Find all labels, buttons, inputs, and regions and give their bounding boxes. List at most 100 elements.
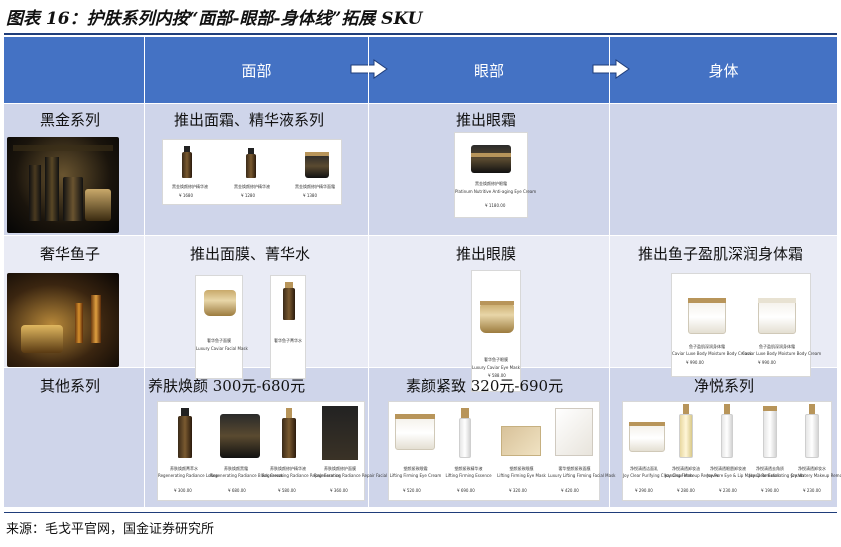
product-price: ¥ 1180.00	[485, 203, 506, 208]
product-price: ¥ 588.00	[488, 373, 506, 378]
grid-divider	[144, 37, 145, 507]
caviar-body-label: 推出鱼子盈肌深润身体霜	[638, 245, 804, 263]
product-subname: Regenerating Radiance Lotion	[158, 473, 219, 478]
product-name: 养肤焕颜修护精华液	[270, 466, 306, 471]
caviar-face-label: 推出面膜、菁华水	[190, 245, 311, 263]
series-name-other: 其他系列	[40, 377, 101, 395]
series-name-black-gold: 黑金系列	[40, 111, 101, 129]
product-price: ¥ 190.00	[761, 488, 779, 493]
product-price: ¥ 690.00	[457, 488, 475, 493]
product-subname: Regenerating Radiance Repair Essence	[262, 473, 341, 478]
product-name: 净悦清透眼唇卸妆液	[710, 466, 746, 471]
header-face-label: 面部	[241, 61, 272, 80]
product-price: ¥ 360.00	[330, 488, 348, 493]
product-subname: Caviar Luxe Body Moisture Body Cream	[742, 351, 822, 356]
header-arrow-face-to-eye	[350, 59, 388, 79]
product-subname: Joy Clear Purifying Cleansing Foam	[623, 473, 693, 478]
product-name: 黑金焕颜修护眼霜	[475, 181, 507, 186]
other-face-label: 养肤焕颜 300元-680元	[148, 377, 306, 395]
product-price: ¥ 230.00	[719, 488, 737, 493]
grid-divider	[4, 367, 837, 368]
title-rule	[4, 33, 837, 35]
product-name: 养肤焕颜黑霜	[224, 466, 248, 471]
product-name: 净悦清透去角质	[756, 466, 784, 471]
header-body: 身体	[610, 37, 837, 103]
product-name: 养肤焕颜修护面膜	[324, 466, 356, 471]
header-eye: 眼部	[369, 37, 609, 103]
product-subname: Joy Clear Exfoliating Cream	[749, 473, 804, 478]
black-gold-face-label: 推出面霜、精华液系列	[174, 111, 325, 129]
black-gold-promo-image	[7, 137, 119, 233]
header-face: 面部	[145, 37, 368, 103]
sku-expansion-table: 面部 眼部 身体 黑金系列 推出面霜、精华液系列 黑金焕颜修护精华液 ¥ 168…	[4, 37, 841, 507]
product-subname: Caviar Luxe Body Moisture Body Cream	[672, 351, 752, 356]
product-subname: Joy Watery Makeup Remover	[791, 473, 841, 478]
header-blank-cell	[4, 37, 144, 103]
product-price: ¥ 990.00	[758, 360, 776, 365]
product-name: 塑颜紧致眼膜	[509, 466, 534, 471]
product-price: ¥ 1680	[179, 193, 193, 198]
caviar-eye-label: 推出眼膜	[456, 245, 517, 263]
other-body-products: 净悦清透洁面乳 Joy Clear Purifying Cleansing Fo…	[622, 401, 841, 501]
caviar-promo-image	[7, 273, 119, 367]
product-subname: Luxury Caviar Eye Mask	[472, 365, 520, 370]
product-subname: Regenerating Radiance Black Cream	[210, 473, 284, 478]
product-subname: Luxury Caviar Facial Mask	[196, 346, 248, 351]
black-gold-face-products: 黑金焕颜修护精华液 ¥ 1680 黑金焕颜修护精华液 ¥ 1280 黑金焕颜修护…	[162, 139, 342, 205]
product-name: 塑颜紧致眼霜	[403, 466, 428, 471]
product-subname: Joy Pure Eye & Lip Makeup Remover	[707, 473, 780, 478]
product-price: ¥ 580.00	[278, 488, 296, 493]
product-name: 塑颜紧致精华液	[454, 466, 483, 471]
header-eye-label: 眼部	[473, 61, 504, 80]
product-price: ¥ 1280	[241, 193, 255, 198]
product-price: ¥ 300.00	[174, 488, 192, 493]
product-subname: Joy Clear Makeup Remover	[665, 473, 719, 478]
product-name: 养肤焕颜菁萃水	[170, 466, 198, 471]
header-body-label: 身体	[708, 61, 739, 80]
figure-title: 图表 16：护肤系列内按“面部-眼部-身体线”拓展 SKU	[6, 9, 423, 29]
product-name: 鱼子盈肌深润身体霜	[689, 344, 725, 349]
product-subname: Regenerating Radiance Repair Facial Mask	[314, 473, 399, 478]
caviar-face-product-mask: 奢华鱼子面膜 Luxury Caviar Facial Mask	[195, 275, 248, 379]
caviar-eye-product: 奢华鱼子眼膜 Luxury Caviar Eye Mask ¥ 588.00	[471, 270, 521, 392]
product-name: 净悦清透洁面乳	[630, 466, 658, 471]
product-price: ¥ 230.00	[803, 488, 821, 493]
other-eye-products: 塑颜紧致眼霜 Lifting Firming Eye Cream ¥ 520.0…	[388, 401, 615, 501]
product-subname: Lifting Firming Essence	[445, 473, 492, 478]
grid-divider	[368, 37, 369, 507]
other-face-products: 养肤焕颜菁萃水 Regenerating Radiance Lotion ¥ 3…	[157, 401, 399, 501]
row-black-gold	[4, 104, 837, 235]
product-subname: Platinum Nutritive Anti-aging Eye Cream	[455, 189, 537, 194]
product-name: 奢华鱼子菁华水	[274, 338, 302, 343]
other-body-label: 净悦系列	[694, 377, 755, 395]
product-subname: Lifting Firming Eye Cream	[389, 473, 442, 478]
product-name: 黑金焕颜修护精华液	[172, 184, 208, 189]
source-rule	[4, 512, 837, 513]
product-price: ¥ 680.00	[228, 488, 246, 493]
product-name: 黑金焕颜修护精华面霜	[295, 184, 335, 189]
product-price: ¥ 320.00	[509, 488, 527, 493]
product-price: ¥ 520.00	[403, 488, 421, 493]
product-price: ¥ 990.00	[686, 360, 704, 365]
series-name-caviar: 奢华鱼子	[40, 245, 101, 263]
grid-divider	[4, 235, 837, 236]
product-name: 鱼子盈肌深润身体霜	[759, 344, 795, 349]
grid-divider	[609, 37, 610, 507]
product-price: ¥ 1380	[303, 193, 317, 198]
other-eye-label: 素颜紧致 320元-690元	[406, 377, 564, 395]
product-name: 净悦清透卸妆水	[798, 466, 826, 471]
product-name: 黑金焕颜修护精华液	[234, 184, 270, 189]
product-name: 奢华鱼子面膜	[207, 338, 231, 343]
product-name: 奢华鱼子眼膜	[484, 357, 508, 362]
header-arrow-eye-to-body	[592, 59, 630, 79]
product-price: ¥ 420.00	[561, 488, 579, 493]
black-gold-eye-label: 推出眼霜	[456, 111, 517, 129]
black-gold-eye-product: 黑金焕颜修护眼霜 Platinum Nutritive Anti-aging E…	[454, 132, 537, 218]
product-name: 净悦清透卸妆油	[672, 466, 700, 471]
caviar-face-product-toner: 奢华鱼子菁华水	[270, 275, 306, 379]
source-note: 来源：毛戈平官网，国金证券研究所	[6, 522, 215, 537]
product-price: ¥ 290.00	[635, 488, 653, 493]
product-subname: Lifting Firming Eye Mask	[497, 473, 546, 478]
product-name: 奢华塑颜紧致面膜	[558, 466, 591, 471]
caviar-body-products: 鱼子盈肌深润身体霜 Caviar Luxe Body Moisture Body…	[671, 273, 822, 377]
